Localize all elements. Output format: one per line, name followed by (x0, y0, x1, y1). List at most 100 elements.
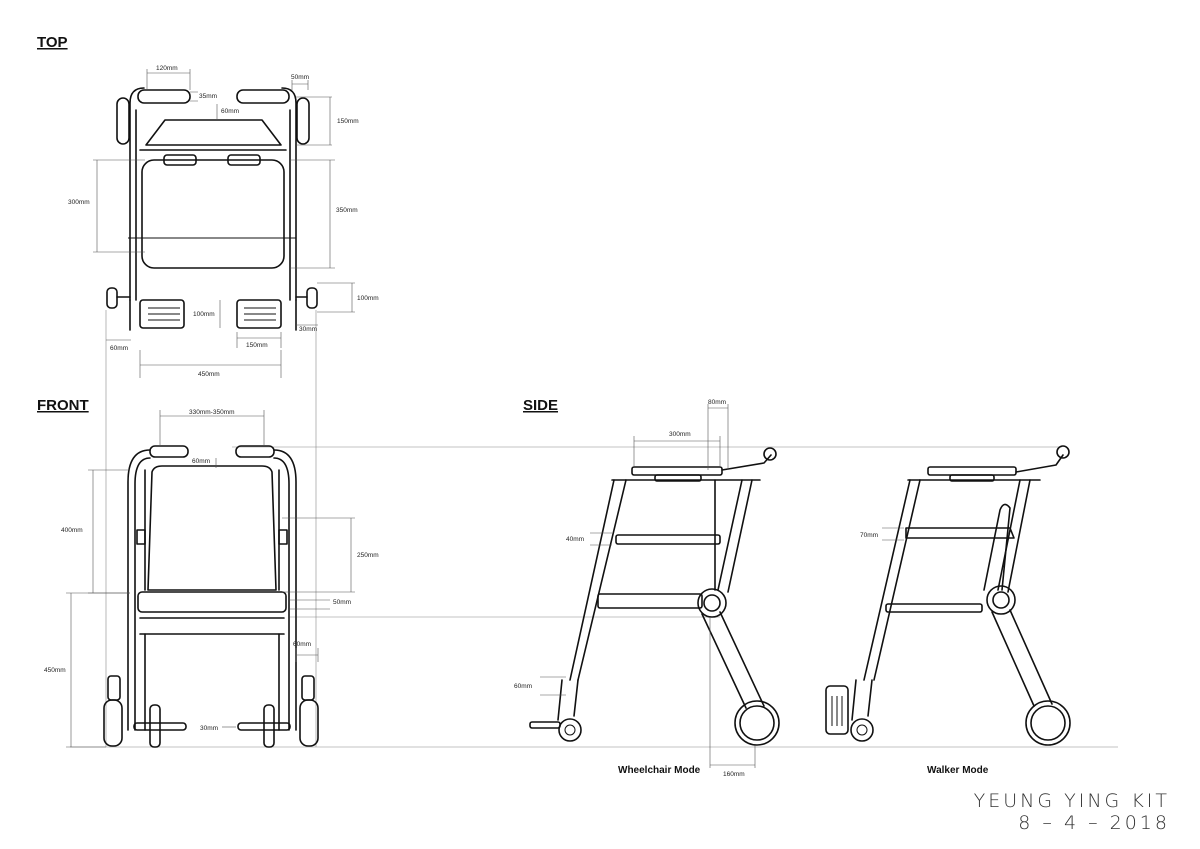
wk-hub-outer (986, 585, 1016, 615)
wk-big-wheel (1025, 700, 1071, 746)
front-bracket-right (278, 529, 288, 545)
wk-dimline-70 (882, 527, 904, 541)
wk-rear-leg (997, 479, 1031, 593)
wc-big-wheel-leg (701, 611, 765, 709)
top-dim-150a: 150mm (337, 118, 359, 125)
drawing-date: 8 – 4 – 2018 (1018, 812, 1170, 834)
top-seat (141, 159, 285, 269)
top-rear-wheel-left (116, 97, 130, 145)
wc-handle (721, 454, 772, 471)
wk-caster (850, 718, 874, 742)
author-signature: YEUNG YING KIT 8 – 4 – 2018 (974, 790, 1170, 834)
wc-dim-160: 160mm (723, 771, 745, 778)
top-dimline-120 (146, 69, 191, 90)
side-view-wheelchair: 80mm 300mm 40mm 60mm 160mm Wheelchair Mo… (514, 399, 780, 778)
front-caster-right (263, 704, 275, 748)
top-dimline-100a (317, 282, 355, 313)
wc-dim-40: 40mm (566, 536, 584, 543)
front-seat (137, 591, 287, 613)
section-title-front: FRONT (37, 397, 89, 414)
top-dim-300: 300mm (68, 199, 90, 206)
top-footrest-right (236, 299, 282, 329)
wk-front-leg (863, 479, 921, 681)
wc-caster (558, 718, 582, 742)
wc-dimline-160 (709, 617, 756, 768)
wk-dim-70: 70mm (860, 532, 878, 539)
front-wheel-left (103, 699, 123, 747)
wc-middle-bar (615, 534, 721, 545)
wk-handle-knob (1056, 445, 1070, 459)
wc-hub-outer (697, 588, 727, 618)
wc-dimline-40 (590, 532, 612, 546)
top-dim-30: 30mm (299, 326, 317, 333)
wc-seat (597, 593, 703, 609)
front-dim-30: 30mm (200, 725, 218, 732)
wc-caster-hub (564, 724, 576, 736)
wc-big-wheel-inner (739, 705, 775, 741)
wc-dim-300: 300mm (669, 431, 691, 438)
front-dim-60b: 60mm (293, 641, 311, 648)
front-dimline-450 (66, 592, 130, 748)
top-handle-left (137, 89, 191, 104)
top-dim-100b: 100mm (193, 311, 215, 318)
front-dim-450: 450mm (44, 667, 66, 674)
front-dim-330-350: 330mm-350mm (189, 409, 235, 416)
top-frame-outer (129, 87, 297, 301)
wk-lower-rail (885, 603, 983, 613)
top-footrest-left (139, 299, 185, 329)
front-dim-400: 400mm (61, 527, 83, 534)
front-bracket-left (136, 529, 146, 545)
top-dim-350: 350mm (336, 207, 358, 214)
wc-hub-inner (703, 594, 721, 612)
wk-big-wheel-leg (991, 609, 1053, 707)
top-caster-left (106, 287, 118, 309)
wk-folded-seat (905, 527, 1015, 539)
front-caster-left (149, 704, 161, 748)
front-dimline-250 (282, 517, 355, 593)
front-dimline-60b (295, 648, 319, 662)
front-view: 330mm-350mm 60mm 400mm 250mm 50mm 450mm … (44, 409, 379, 748)
top-dimline-300 (93, 159, 145, 253)
front-dim-60: 60mm (192, 458, 210, 465)
wc-big-wheel (734, 700, 780, 746)
wc-caster-fork (557, 679, 579, 721)
section-title-top: TOP (37, 34, 68, 51)
wk-caster-hub (856, 724, 868, 736)
wk-folded-backrest (983, 503, 1011, 591)
top-dimline-50 (291, 80, 309, 90)
wc-rear-leg (717, 479, 753, 593)
author-name: YEUNG YING KIT (973, 790, 1170, 812)
front-backrest (147, 465, 277, 591)
front-dim-50: 50mm (333, 599, 351, 606)
top-dim-60b: 60mm (110, 345, 128, 352)
top-dim-100a: 100mm (357, 295, 379, 302)
top-dimline-350 (290, 159, 335, 269)
wc-armrest-pad (654, 474, 702, 482)
top-dim-60a: 60mm (221, 108, 239, 115)
top-dimline-150b (236, 332, 282, 348)
wk-top-armrest (927, 466, 1017, 476)
wc-front-leg (569, 479, 627, 681)
wk-footrest-grip (831, 696, 843, 726)
wk-armrest-pad (949, 474, 995, 482)
wc-dim-80: 80mm (708, 399, 726, 406)
top-backrest (145, 119, 282, 146)
front-handle-right (235, 445, 275, 458)
top-dimline-150a (296, 96, 332, 146)
wk-folded-footrest (825, 685, 849, 735)
front-handle-left (149, 445, 189, 458)
top-dim-150b: 150mm (246, 342, 268, 349)
top-caster-right (306, 287, 318, 309)
front-dimline-400 (88, 469, 130, 594)
top-dimline-35 (190, 91, 198, 102)
top-dimline-450 (139, 350, 282, 378)
wk-big-wheel-inner (1030, 705, 1066, 741)
side-view-walker: 70mm Walker Mode (825, 445, 1071, 776)
wc-footrest (529, 721, 561, 729)
wc-dimline-60 (540, 676, 566, 696)
front-fork-right (301, 675, 315, 701)
section-title-side: SIDE (523, 397, 558, 414)
top-frame-inner (135, 109, 291, 301)
front-dim-250: 250mm (357, 552, 379, 559)
top-dim-50: 50mm (291, 74, 309, 81)
